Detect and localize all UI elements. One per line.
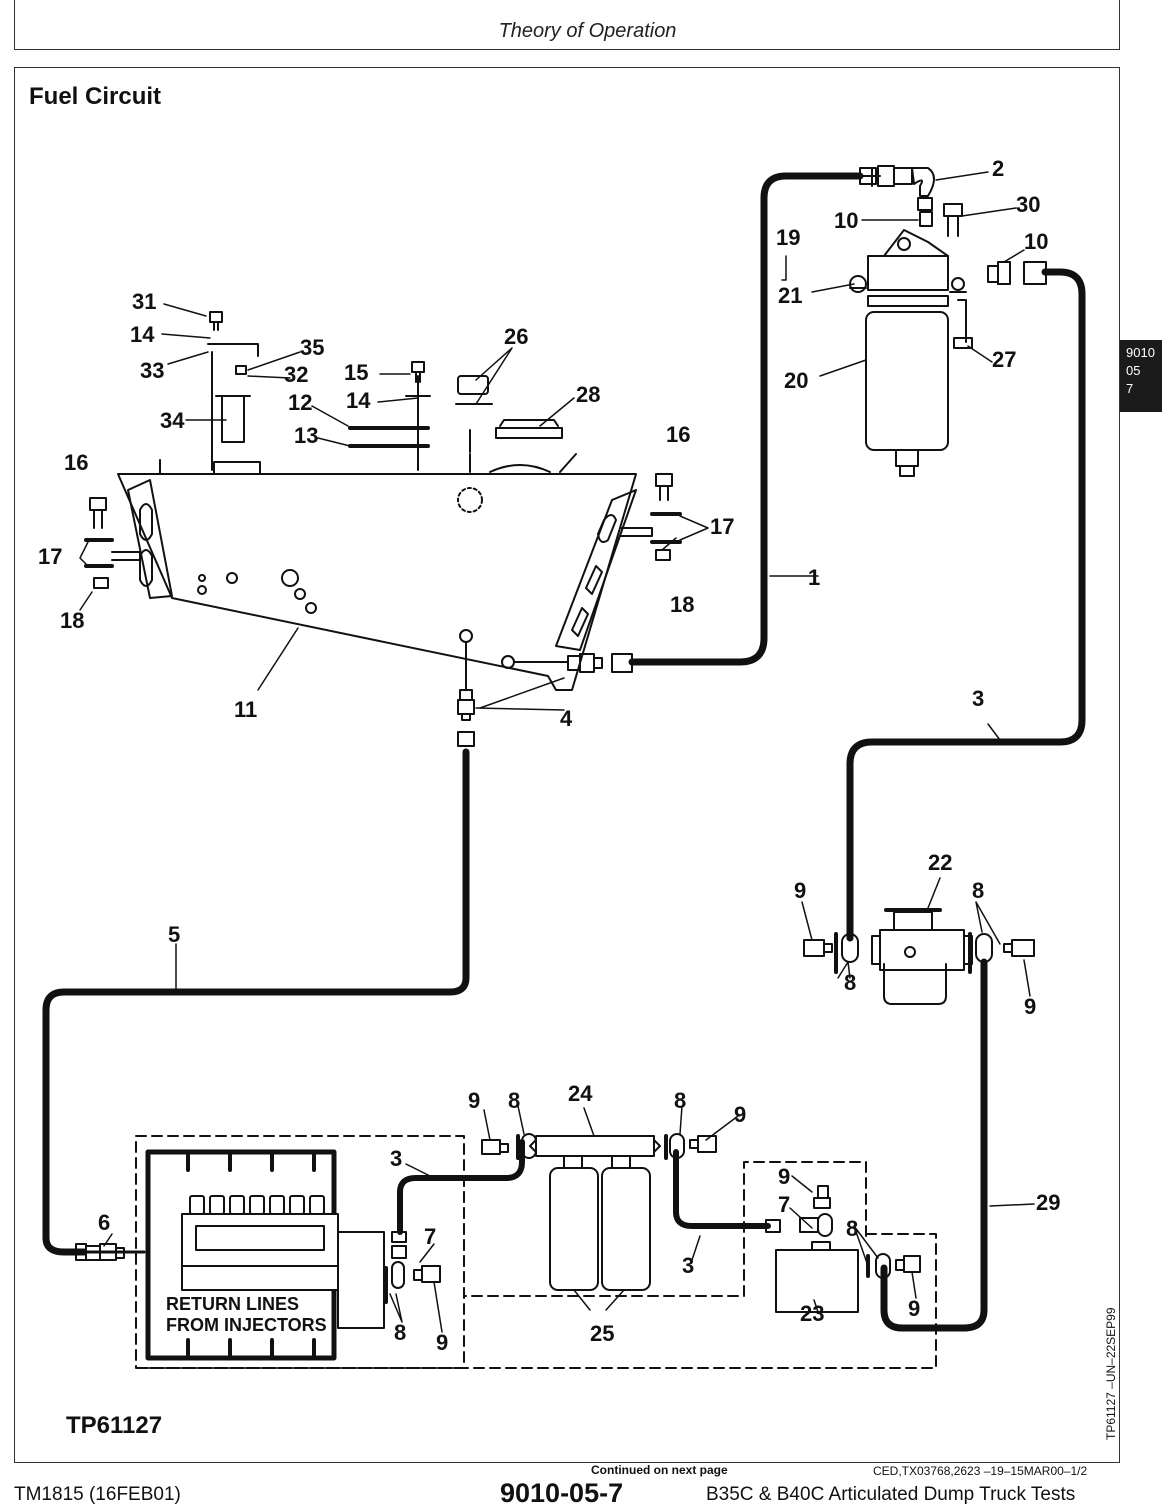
callout-6: 6	[98, 1210, 110, 1235]
tank-fittings	[457, 641, 633, 747]
fuel-tank	[117, 453, 637, 691]
final-filter-area	[463, 1133, 867, 1297]
callout-4: 4	[560, 706, 573, 731]
return-lines-label-line-1: RETURN LINES	[166, 1294, 299, 1314]
callout-2: 2	[992, 156, 1004, 181]
callout-11: 11	[234, 697, 257, 722]
callout-9: 9	[908, 1296, 920, 1321]
callout-9: 9	[794, 878, 806, 903]
callout-10: 10	[834, 208, 858, 233]
fuel-line-3-upper	[846, 268, 1086, 942]
callout-8: 8	[844, 970, 856, 995]
callout-9: 9	[778, 1164, 790, 1189]
callout-9: 9	[734, 1102, 746, 1127]
tank-accessories	[207, 343, 563, 471]
section-title: Fuel Circuit	[29, 83, 162, 110]
header-frame	[14, 0, 1120, 50]
callout-8: 8	[394, 1320, 406, 1345]
figure-id: TP61127	[66, 1412, 163, 1439]
ced-code: CED,TX03768,2623 –19–15MAR00–1/2	[873, 1464, 1088, 1478]
section-tab-line-3: 7	[1126, 381, 1134, 396]
section-tab-line-1: 9010	[1126, 345, 1155, 360]
fuel-line-5	[42, 748, 470, 1256]
callout-31: 31	[132, 289, 156, 314]
callout-1: 1	[808, 565, 820, 590]
callout-28: 28	[576, 382, 600, 407]
callout-32: 32	[284, 362, 308, 387]
callout-18: 18	[670, 592, 694, 617]
fasteners-left	[84, 497, 141, 589]
callout-20: 20	[784, 368, 808, 393]
callout-26: 26	[504, 324, 528, 349]
fuel-filter-assembly	[849, 165, 1047, 477]
book-title: B35C & B40C Articulated Dump Truck Tests	[706, 1484, 1076, 1505]
fasteners-right	[619, 473, 682, 561]
callout-21: 21	[778, 283, 802, 308]
content-frame	[14, 67, 1120, 1463]
callout-16: 16	[666, 422, 690, 447]
callout-13: 13	[294, 423, 318, 448]
section-tab: 9010 05 7	[1120, 340, 1162, 412]
callout-9: 9	[468, 1088, 480, 1113]
manual-id: TM1815 (16FEB01)	[14, 1484, 181, 1505]
page-number: 9010-05-7	[500, 1478, 624, 1508]
callout-5: 5	[168, 922, 180, 947]
callout-23: 23	[800, 1301, 824, 1326]
callout-30: 30	[1016, 192, 1040, 217]
continued-note: Continued on next page	[591, 1463, 728, 1477]
callout-3: 3	[682, 1253, 694, 1278]
callout-14: 14	[346, 388, 371, 413]
callout-8: 8	[508, 1088, 520, 1113]
callout-9: 9	[436, 1330, 448, 1355]
leader-lines	[79, 171, 1035, 1333]
transfer-pump-area	[135, 1185, 937, 1369]
callout-18: 18	[60, 608, 84, 633]
callout-25: 25	[590, 1321, 614, 1346]
return-lines-label-line-2: FROM INJECTORS	[166, 1315, 327, 1335]
fuel-line-1	[628, 172, 864, 666]
header-title: Theory of Operation	[498, 20, 677, 42]
callout-34: 34	[160, 408, 185, 433]
callout-24: 24	[568, 1081, 593, 1106]
water-separator	[803, 908, 1035, 1005]
callout-33: 33	[140, 358, 164, 383]
callout-8: 8	[674, 1088, 686, 1113]
figure-vertical-code-text: TP61127 –UN–22SEP99	[1104, 1307, 1118, 1440]
callout-10: 10	[1024, 229, 1048, 254]
fasteners-top	[209, 311, 425, 383]
callout-numbers: 1 2 3 3 3 4 5 6 7 7 8 8 8 8 8 8 9 9 9 9 …	[38, 156, 1060, 1355]
fuel-line-3-left	[397, 1139, 525, 1235]
callout-15: 15	[344, 360, 368, 385]
fuel-line-3-right	[673, 1149, 771, 1229]
callout-16: 16	[64, 450, 88, 475]
callout-8: 8	[846, 1216, 858, 1241]
callout-17: 17	[710, 514, 734, 539]
callout-3: 3	[390, 1146, 402, 1171]
callout-9: 9	[1024, 994, 1036, 1019]
fuel-line-29	[880, 958, 988, 1332]
injection-pump-area	[75, 1135, 465, 1369]
callout-27: 27	[992, 347, 1016, 372]
callout-7: 7	[778, 1192, 790, 1217]
callout-3: 3	[972, 686, 984, 711]
callout-22: 22	[928, 850, 952, 875]
callout-19: 19	[776, 225, 800, 250]
callout-35: 35	[300, 335, 324, 360]
callout-12: 12	[288, 390, 312, 415]
callout-17: 17	[38, 544, 62, 569]
callout-29: 29	[1036, 1190, 1060, 1215]
callout-14: 14	[130, 322, 155, 347]
callout-7: 7	[424, 1224, 436, 1249]
section-tab-line-2: 05	[1126, 363, 1141, 378]
callout-8: 8	[972, 878, 984, 903]
